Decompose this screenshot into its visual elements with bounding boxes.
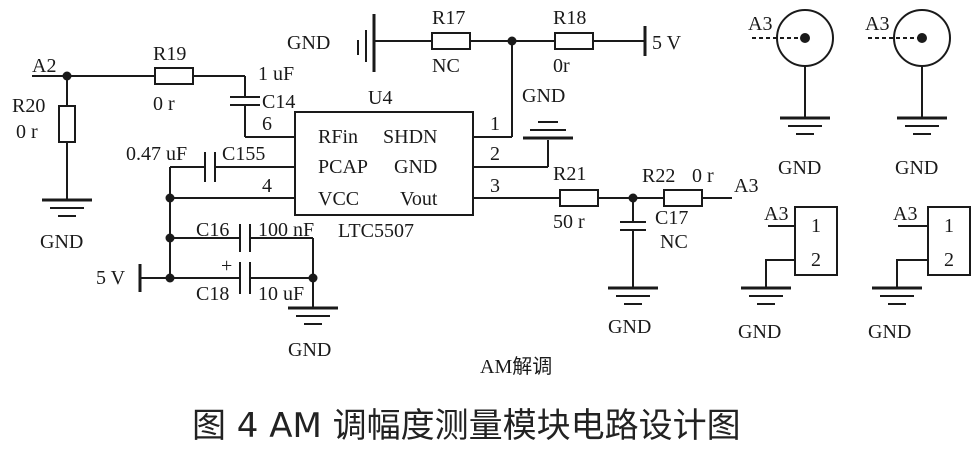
junction-vcc-1 <box>165 193 175 203</box>
header-1-pin1: 1 <box>811 215 821 237</box>
r22-ref: R22 <box>642 165 675 187</box>
c14-value: 1 uF <box>258 63 294 85</box>
ic-pin-vcc: VCC <box>318 188 359 210</box>
resistor-r21 <box>559 189 599 207</box>
ic-pin-num-1: 1 <box>490 113 500 135</box>
header-2-wire2 <box>896 259 928 288</box>
header-1-a3: A3 <box>764 203 788 225</box>
resistor-r17 <box>431 32 471 50</box>
gnd-h2-label: GND <box>868 321 911 343</box>
c14-ref: C14 <box>262 91 295 113</box>
gnd-h1-label: GND <box>738 321 781 343</box>
r20-ref: R20 <box>12 95 45 117</box>
bnc-2-a3: A3 <box>865 13 889 35</box>
net-a2: A2 <box>32 55 56 77</box>
header-2-pin1: 1 <box>944 215 954 237</box>
c18-plus: + <box>221 255 232 277</box>
gnd-top-label: GND <box>287 32 330 54</box>
resistor-r20 <box>58 105 76 143</box>
resistor-r18 <box>554 32 594 50</box>
gnd-bnc1-label: GND <box>778 157 821 179</box>
ic-pin-vout: Vout <box>400 188 438 210</box>
resistor-r19 <box>154 67 194 85</box>
net-a3-out: A3 <box>734 175 758 197</box>
vcc-left-label: 5 V <box>96 267 126 289</box>
r17-ref: R17 <box>432 7 465 29</box>
r19-ref: R19 <box>153 43 186 65</box>
header-1-pin2: 2 <box>811 249 821 271</box>
ic-u4-body <box>294 111 474 216</box>
c155-value: 0.47 uF <box>126 143 187 165</box>
gnd-r20-label: GND <box>40 231 83 253</box>
c17-ref: C17 <box>655 207 688 229</box>
r21-ref: R21 <box>553 163 586 185</box>
header-connector-2 <box>927 206 971 276</box>
gnd-caps-label: GND <box>288 339 331 361</box>
r18-value: 0r <box>553 55 570 77</box>
gnd-pin2-label: GND <box>522 85 565 107</box>
ic-pin-gnd: GND <box>394 156 437 178</box>
bnc-2-center <box>917 33 927 43</box>
header-2-pin2: 2 <box>944 249 954 271</box>
r17-value: NC <box>432 55 460 77</box>
ic-part: LTC5507 <box>338 220 414 242</box>
bnc-1-a3: A3 <box>748 13 772 35</box>
ic-pin-shdn: SHDN <box>383 126 437 148</box>
header-2-a3: A3 <box>893 203 917 225</box>
c18-value: 10 uF <box>258 283 304 305</box>
gnd-c17-label: GND <box>608 316 651 338</box>
r22-value: 0 r <box>692 165 714 187</box>
r18-ref: R18 <box>553 7 586 29</box>
c155-ref: C155 <box>222 143 265 165</box>
r20-value: 0 r <box>16 121 38 143</box>
c16-value: 100 nF <box>258 219 314 241</box>
resistor-r22 <box>663 189 703 207</box>
ic-pin-pcap: PCAP <box>318 156 368 178</box>
header-connector-1 <box>794 206 838 276</box>
gnd-bnc2-label: GND <box>895 157 938 179</box>
c18-ref: C18 <box>196 283 229 305</box>
header-1-wire2 <box>765 259 795 288</box>
ic-pin-num-3: 3 <box>490 175 500 197</box>
c16-ref: C16 <box>196 219 229 241</box>
ic-pin-num-4: 4 <box>262 175 272 197</box>
junction-cap-gnd <box>308 273 318 283</box>
ic-ref: U4 <box>368 87 392 109</box>
ic-pin-num-2: 2 <box>490 143 500 165</box>
c17-value: NC <box>660 231 688 253</box>
ic-pin-rfin: RFin <box>318 126 358 148</box>
diagram-subtitle: AM解调 <box>480 355 552 378</box>
ic-pin-num-6: 6 <box>262 113 272 135</box>
vcc-top-label: 5 V <box>652 32 682 54</box>
figure-caption: 图 4 AM 调幅度测量模块电路设计图 <box>192 406 741 446</box>
r21-value: 50 r <box>553 211 585 233</box>
r19-value: 0 r <box>153 93 175 115</box>
